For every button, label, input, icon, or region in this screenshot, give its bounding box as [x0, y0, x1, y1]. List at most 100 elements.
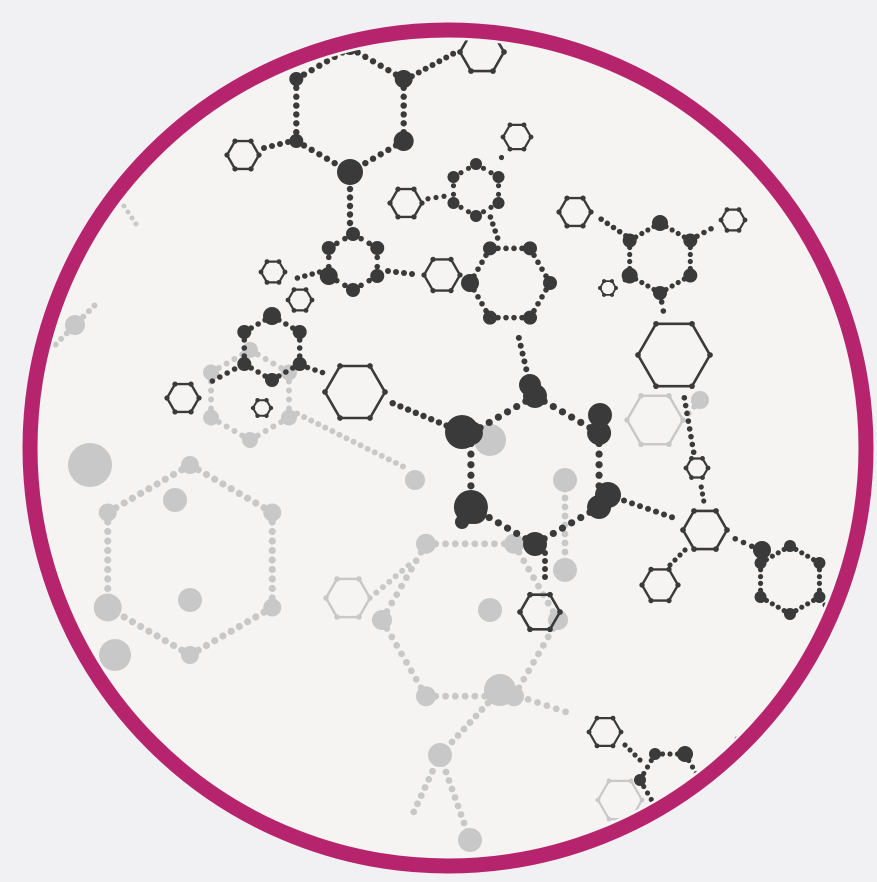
bond-bead — [688, 433, 694, 440]
bond-bead — [403, 658, 410, 666]
bond-bead — [364, 445, 371, 452]
bond-bead — [769, 553, 775, 559]
bond-bead — [467, 482, 475, 490]
bond-bead — [698, 484, 704, 490]
bond-bead — [293, 128, 300, 136]
atom — [163, 488, 187, 512]
bond-bead — [535, 582, 542, 590]
ring-vertex — [527, 626, 533, 633]
ring-vertex — [666, 441, 672, 447]
bond-bead — [816, 574, 823, 580]
bond-bead — [598, 216, 604, 222]
bond-bead — [269, 143, 275, 149]
bond-bead — [268, 584, 276, 593]
bond-bead — [478, 706, 486, 713]
ring-vertex — [689, 383, 695, 390]
bond-bead — [487, 214, 494, 220]
bond-bead — [104, 575, 112, 583]
atom — [683, 268, 698, 283]
ring-vertex — [255, 398, 260, 403]
bond-bead — [699, 491, 706, 497]
bond-bead — [701, 229, 707, 236]
ring-vertex — [468, 68, 474, 74]
bond-bead — [133, 221, 139, 227]
bond-bead — [403, 574, 410, 582]
ring-vertex — [556, 209, 562, 215]
bond-bead — [513, 402, 521, 411]
ring-vertex — [618, 729, 624, 735]
bond-bead — [627, 251, 633, 258]
bond-bead — [217, 374, 223, 380]
bond-bead — [346, 177, 354, 184]
bond-bead — [385, 456, 392, 463]
bond-bead — [329, 428, 336, 435]
bond-bead — [293, 84, 300, 92]
ring-vertex — [691, 508, 697, 514]
ring-vertex — [724, 527, 730, 533]
atom — [370, 269, 385, 283]
bond-bead — [639, 279, 645, 286]
ring-vertex — [430, 256, 436, 263]
bond-bead — [637, 757, 643, 763]
bond-bead — [385, 66, 392, 74]
bond-bead — [465, 165, 472, 171]
atom — [813, 591, 826, 603]
ring-vertex — [638, 393, 644, 399]
bond-bead — [632, 752, 638, 758]
bond-bead — [494, 413, 502, 421]
atom — [265, 373, 279, 387]
ring-vertex — [356, 614, 362, 620]
bond-bead — [385, 268, 391, 274]
bond-bead — [52, 341, 59, 348]
ring-vertex — [411, 214, 417, 220]
ring-vertex — [232, 138, 238, 144]
bond-bead — [466, 719, 474, 726]
bond-bead — [319, 369, 326, 376]
bond-bead — [552, 705, 560, 713]
atom — [346, 227, 360, 241]
bond-bead — [316, 269, 323, 275]
ring-vertex — [756, 774, 762, 780]
ring-vertex — [448, 256, 454, 263]
bond-bead — [687, 251, 693, 258]
ring-vertex — [767, 755, 773, 761]
atom — [98, 503, 117, 522]
dark-molecule-layer — [164, 40, 833, 843]
bond-bead — [268, 556, 276, 564]
bond-bead — [610, 224, 617, 231]
ring-vertex — [419, 200, 425, 206]
atom — [470, 158, 482, 170]
bond-bead — [208, 396, 215, 403]
bond-bead — [480, 209, 487, 215]
bond-bead — [405, 562, 412, 569]
ring-vertex — [188, 409, 194, 415]
bond-bead — [542, 558, 548, 564]
bond-bead — [369, 58, 377, 65]
bond-bead — [471, 540, 479, 548]
atom — [337, 159, 363, 185]
atom — [394, 70, 413, 88]
bond-bead — [293, 111, 300, 118]
ring-vertex — [490, 68, 496, 74]
bond-bead — [315, 421, 322, 428]
ring-vertex — [248, 138, 254, 144]
bond-bead — [490, 693, 498, 700]
bond-bead — [460, 725, 468, 733]
bond-bead — [389, 400, 396, 407]
atom — [237, 325, 252, 339]
bond-bead — [549, 529, 557, 538]
bond-bead — [511, 245, 517, 252]
bond-bead — [400, 93, 407, 100]
bond-bead — [104, 537, 112, 545]
atom — [203, 409, 220, 426]
ring-vertex — [602, 292, 606, 297]
bond-bead — [454, 802, 462, 810]
bond-bead — [404, 406, 412, 413]
bond-bead — [243, 494, 252, 502]
bond-bead — [488, 204, 494, 210]
bond-bead — [659, 751, 666, 757]
bond-bead — [451, 692, 459, 700]
bond-bead — [128, 618, 137, 626]
bond-bead — [561, 539, 569, 547]
bond-bead — [301, 414, 308, 421]
